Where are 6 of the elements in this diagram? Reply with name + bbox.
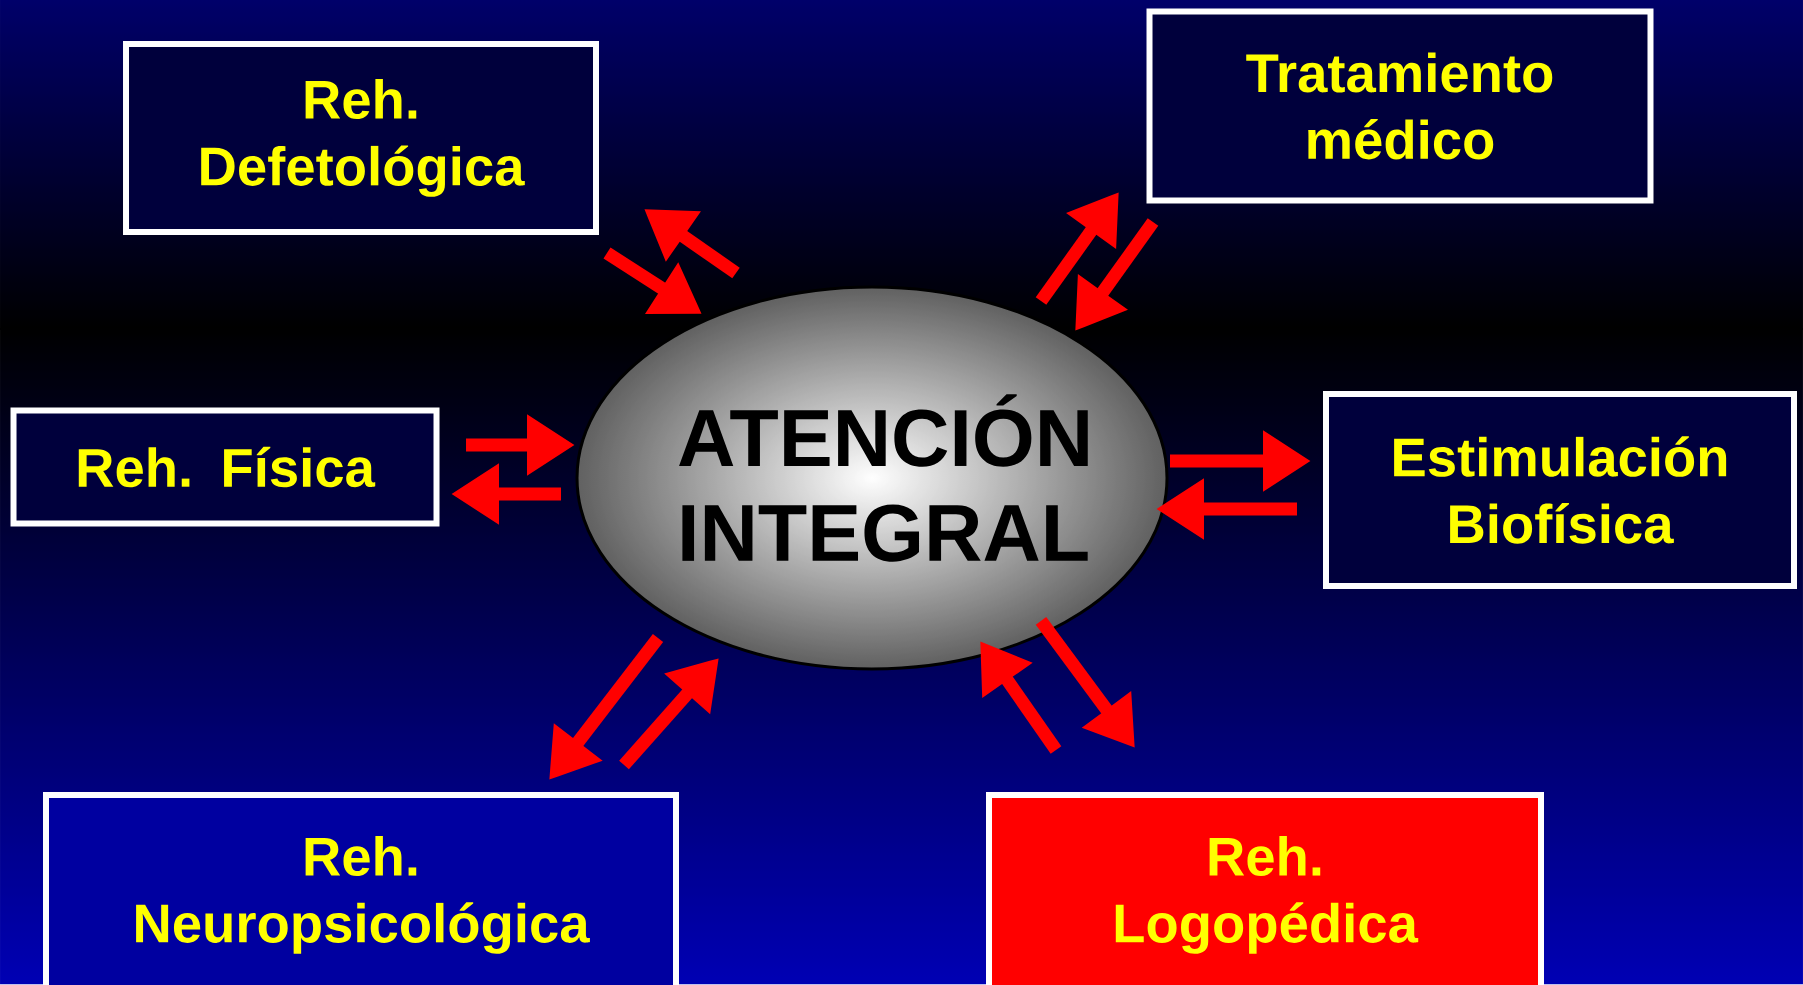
box: Estimulación Biofísica bbox=[1323, 391, 1797, 589]
box: Reh. Logopédica bbox=[986, 792, 1544, 985]
box: Tratamiento médico bbox=[1146, 8, 1654, 204]
box: Reh. Física bbox=[10, 407, 440, 527]
box: Reh. Defetológica bbox=[123, 41, 599, 235]
box: Reh. Neuropsicológica bbox=[43, 792, 679, 985]
